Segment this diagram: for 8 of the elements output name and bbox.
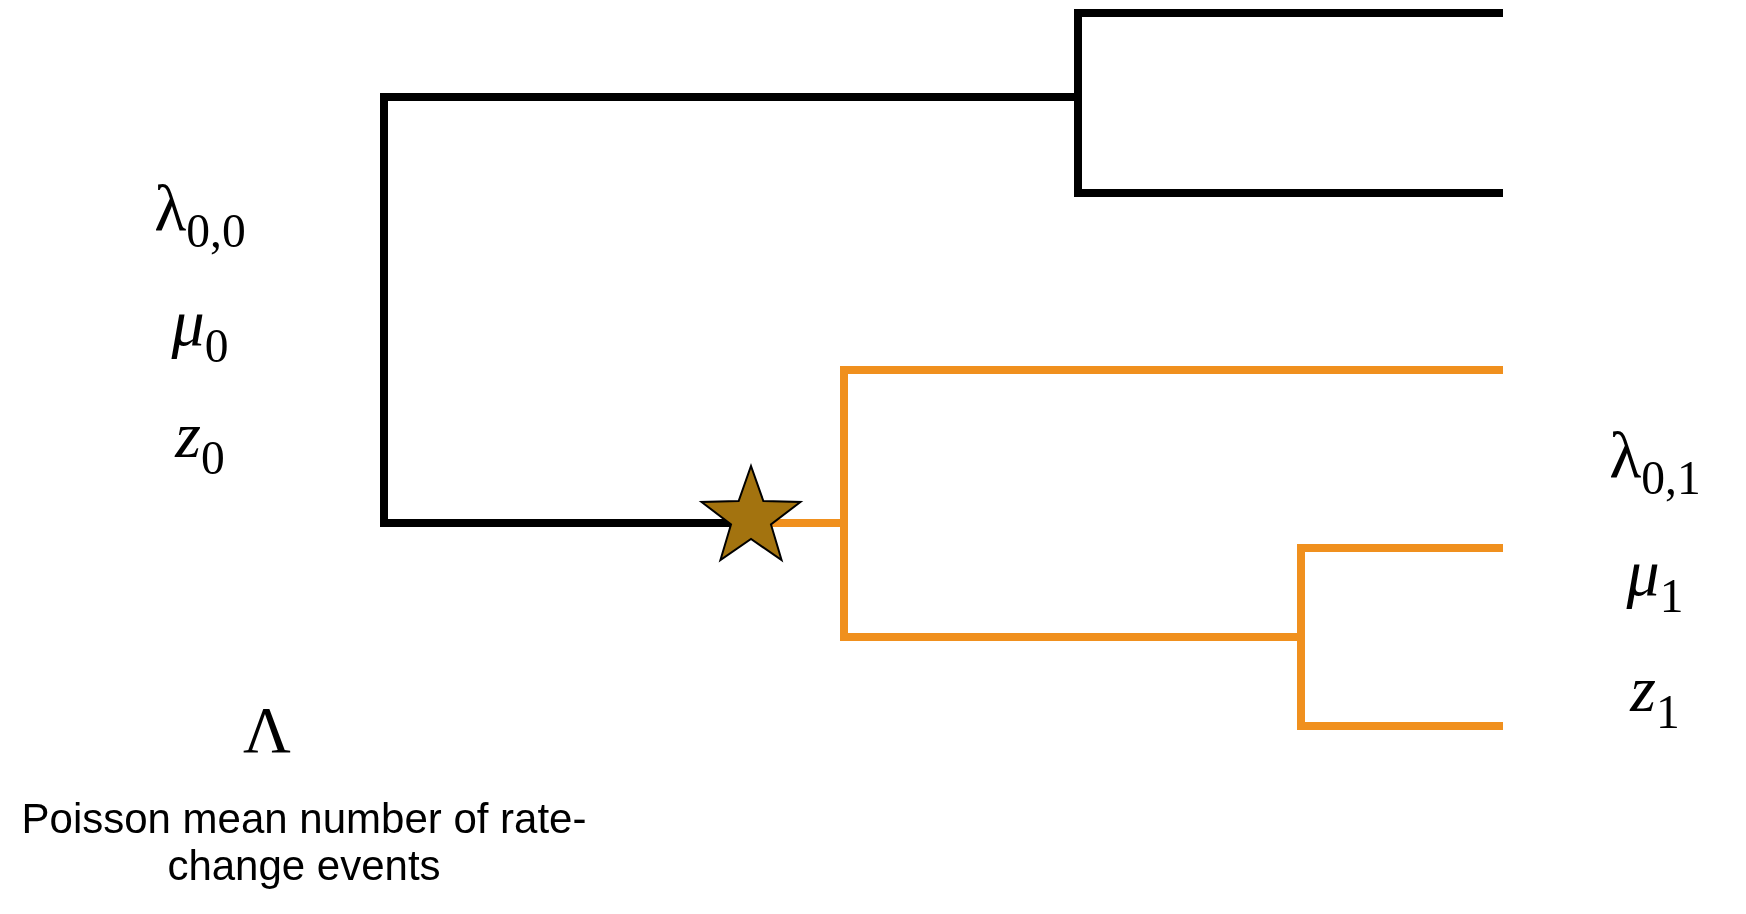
- parameter-label: μ$_{1}$: [1626, 539, 1684, 621]
- parameter-label: z$_{0}$: [175, 401, 225, 483]
- parameter-label: z$_{1}$: [1630, 655, 1680, 737]
- parameter-label: μ$_{0}$: [171, 289, 229, 371]
- parameter-label: λ$_{0,1}$: [1609, 421, 1701, 503]
- parameter-label: λ$_{0,0}$: [154, 174, 246, 256]
- parameter-label: Λ: [243, 697, 291, 763]
- caption-text: Poisson mean number of rate-change events: [20, 794, 588, 890]
